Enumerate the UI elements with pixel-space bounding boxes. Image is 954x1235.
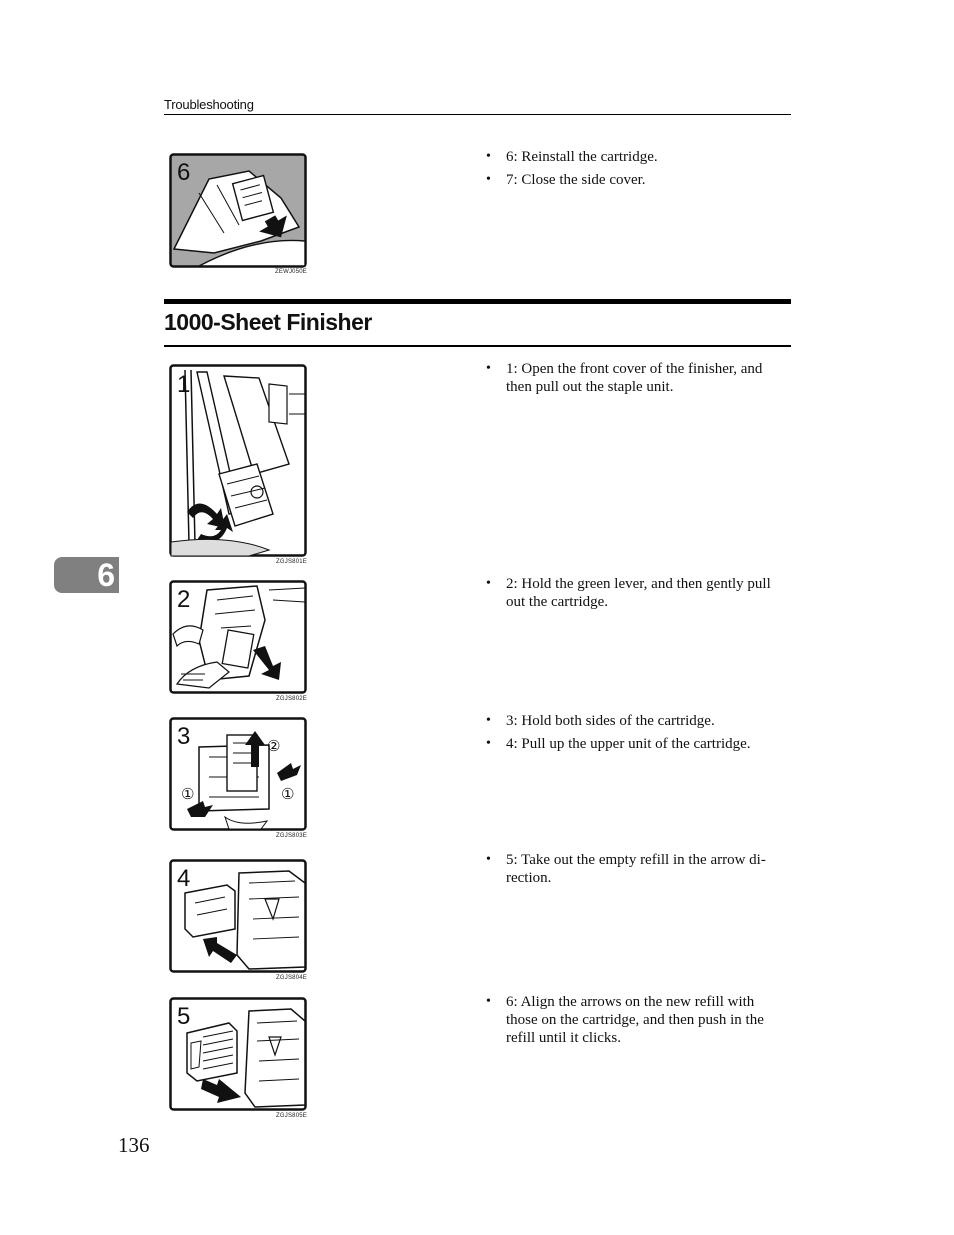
instruction-item: 2: Hold the green lever, and then gently… [486, 575, 786, 611]
header-rule [164, 114, 791, 115]
instruction-item: 6: Reinstall the cartridge. [486, 148, 786, 166]
instructions-step1: 1: Open the front cover of the finisher,… [486, 360, 786, 401]
step-number-5: 5 [177, 1003, 190, 1030]
figure-reinstall-cartridge: 6 ZEWJ050E [169, 153, 307, 278]
step-number-4: 4 [177, 865, 190, 892]
chapter-tab: 6 [54, 557, 119, 593]
step-number-2: 2 [177, 586, 190, 613]
section-title: 1000-Sheet Finisher [164, 309, 372, 335]
figure-code: ZGJS802E [276, 696, 307, 702]
insert-refill-illustration: 5 [169, 997, 307, 1111]
instruction-item: 3: Hold both sides of the cartridge. [486, 712, 786, 730]
figure-hold-cartridge: 3 ② ① ① ZGJS803E [169, 717, 307, 844]
pull-out-cartridge-illustration: 2 [169, 580, 307, 694]
instruction-item: 1: Open the front cover of the finisher,… [486, 360, 786, 396]
instructions-cartridge-top: 6: Reinstall the cartridge. 7: Close the… [486, 148, 786, 194]
chapter-number: 6 [97, 557, 115, 593]
callout-1-left: ① [181, 785, 194, 803]
hold-cartridge-illustration: 3 ② ① ① [169, 717, 307, 831]
instructions-step4: 5: Take out the empty refill in the arro… [486, 851, 786, 892]
figure-pull-out-cartridge: 2 ZGJS802E [169, 580, 307, 707]
section-rule-thick [164, 299, 791, 304]
callout-1-right: ① [281, 785, 294, 803]
figure-code: ZGJS804E [276, 975, 307, 981]
step-number-6: 6 [177, 159, 190, 186]
reinstall-cartridge-illustration: 6 [169, 153, 307, 268]
figure-code: ZGJS805E [276, 1113, 307, 1119]
instructions-step5: 6: Align the arrows on the new refill wi… [486, 993, 786, 1052]
figure-take-out-refill: 4 ZGJS804E [169, 859, 307, 985]
callout-2: ② [267, 737, 280, 755]
figure-code: ZGJS803E [276, 833, 307, 839]
instructions-step3: 3: Hold both sides of the cartridge. 4: … [486, 712, 786, 758]
page-number: 136 [118, 1133, 150, 1157]
step-number-3: 3 [177, 723, 190, 750]
figure-open-front-cover: 1 ZGJS801E [169, 364, 307, 569]
instruction-item: 7: Close the side cover. [486, 171, 786, 189]
take-out-refill-illustration: 4 [169, 859, 307, 973]
section-rule-thin [164, 345, 791, 347]
instruction-item: 4: Pull up the upper unit of the cartrid… [486, 735, 786, 753]
step-number-1: 1 [177, 371, 190, 398]
figure-code: ZEWJ050E [275, 269, 307, 275]
instruction-item: 6: Align the arrows on the new refill wi… [486, 993, 786, 1047]
figure-insert-refill: 5 ZGJS805E [169, 997, 307, 1123]
running-head: Troubleshooting [164, 97, 254, 112]
instructions-step2: 2: Hold the green lever, and then gently… [486, 575, 786, 616]
open-front-cover-illustration: 1 [169, 364, 307, 557]
instruction-item: 5: Take out the empty refill in the arro… [486, 851, 786, 887]
figure-code: ZGJS801E [276, 559, 307, 565]
